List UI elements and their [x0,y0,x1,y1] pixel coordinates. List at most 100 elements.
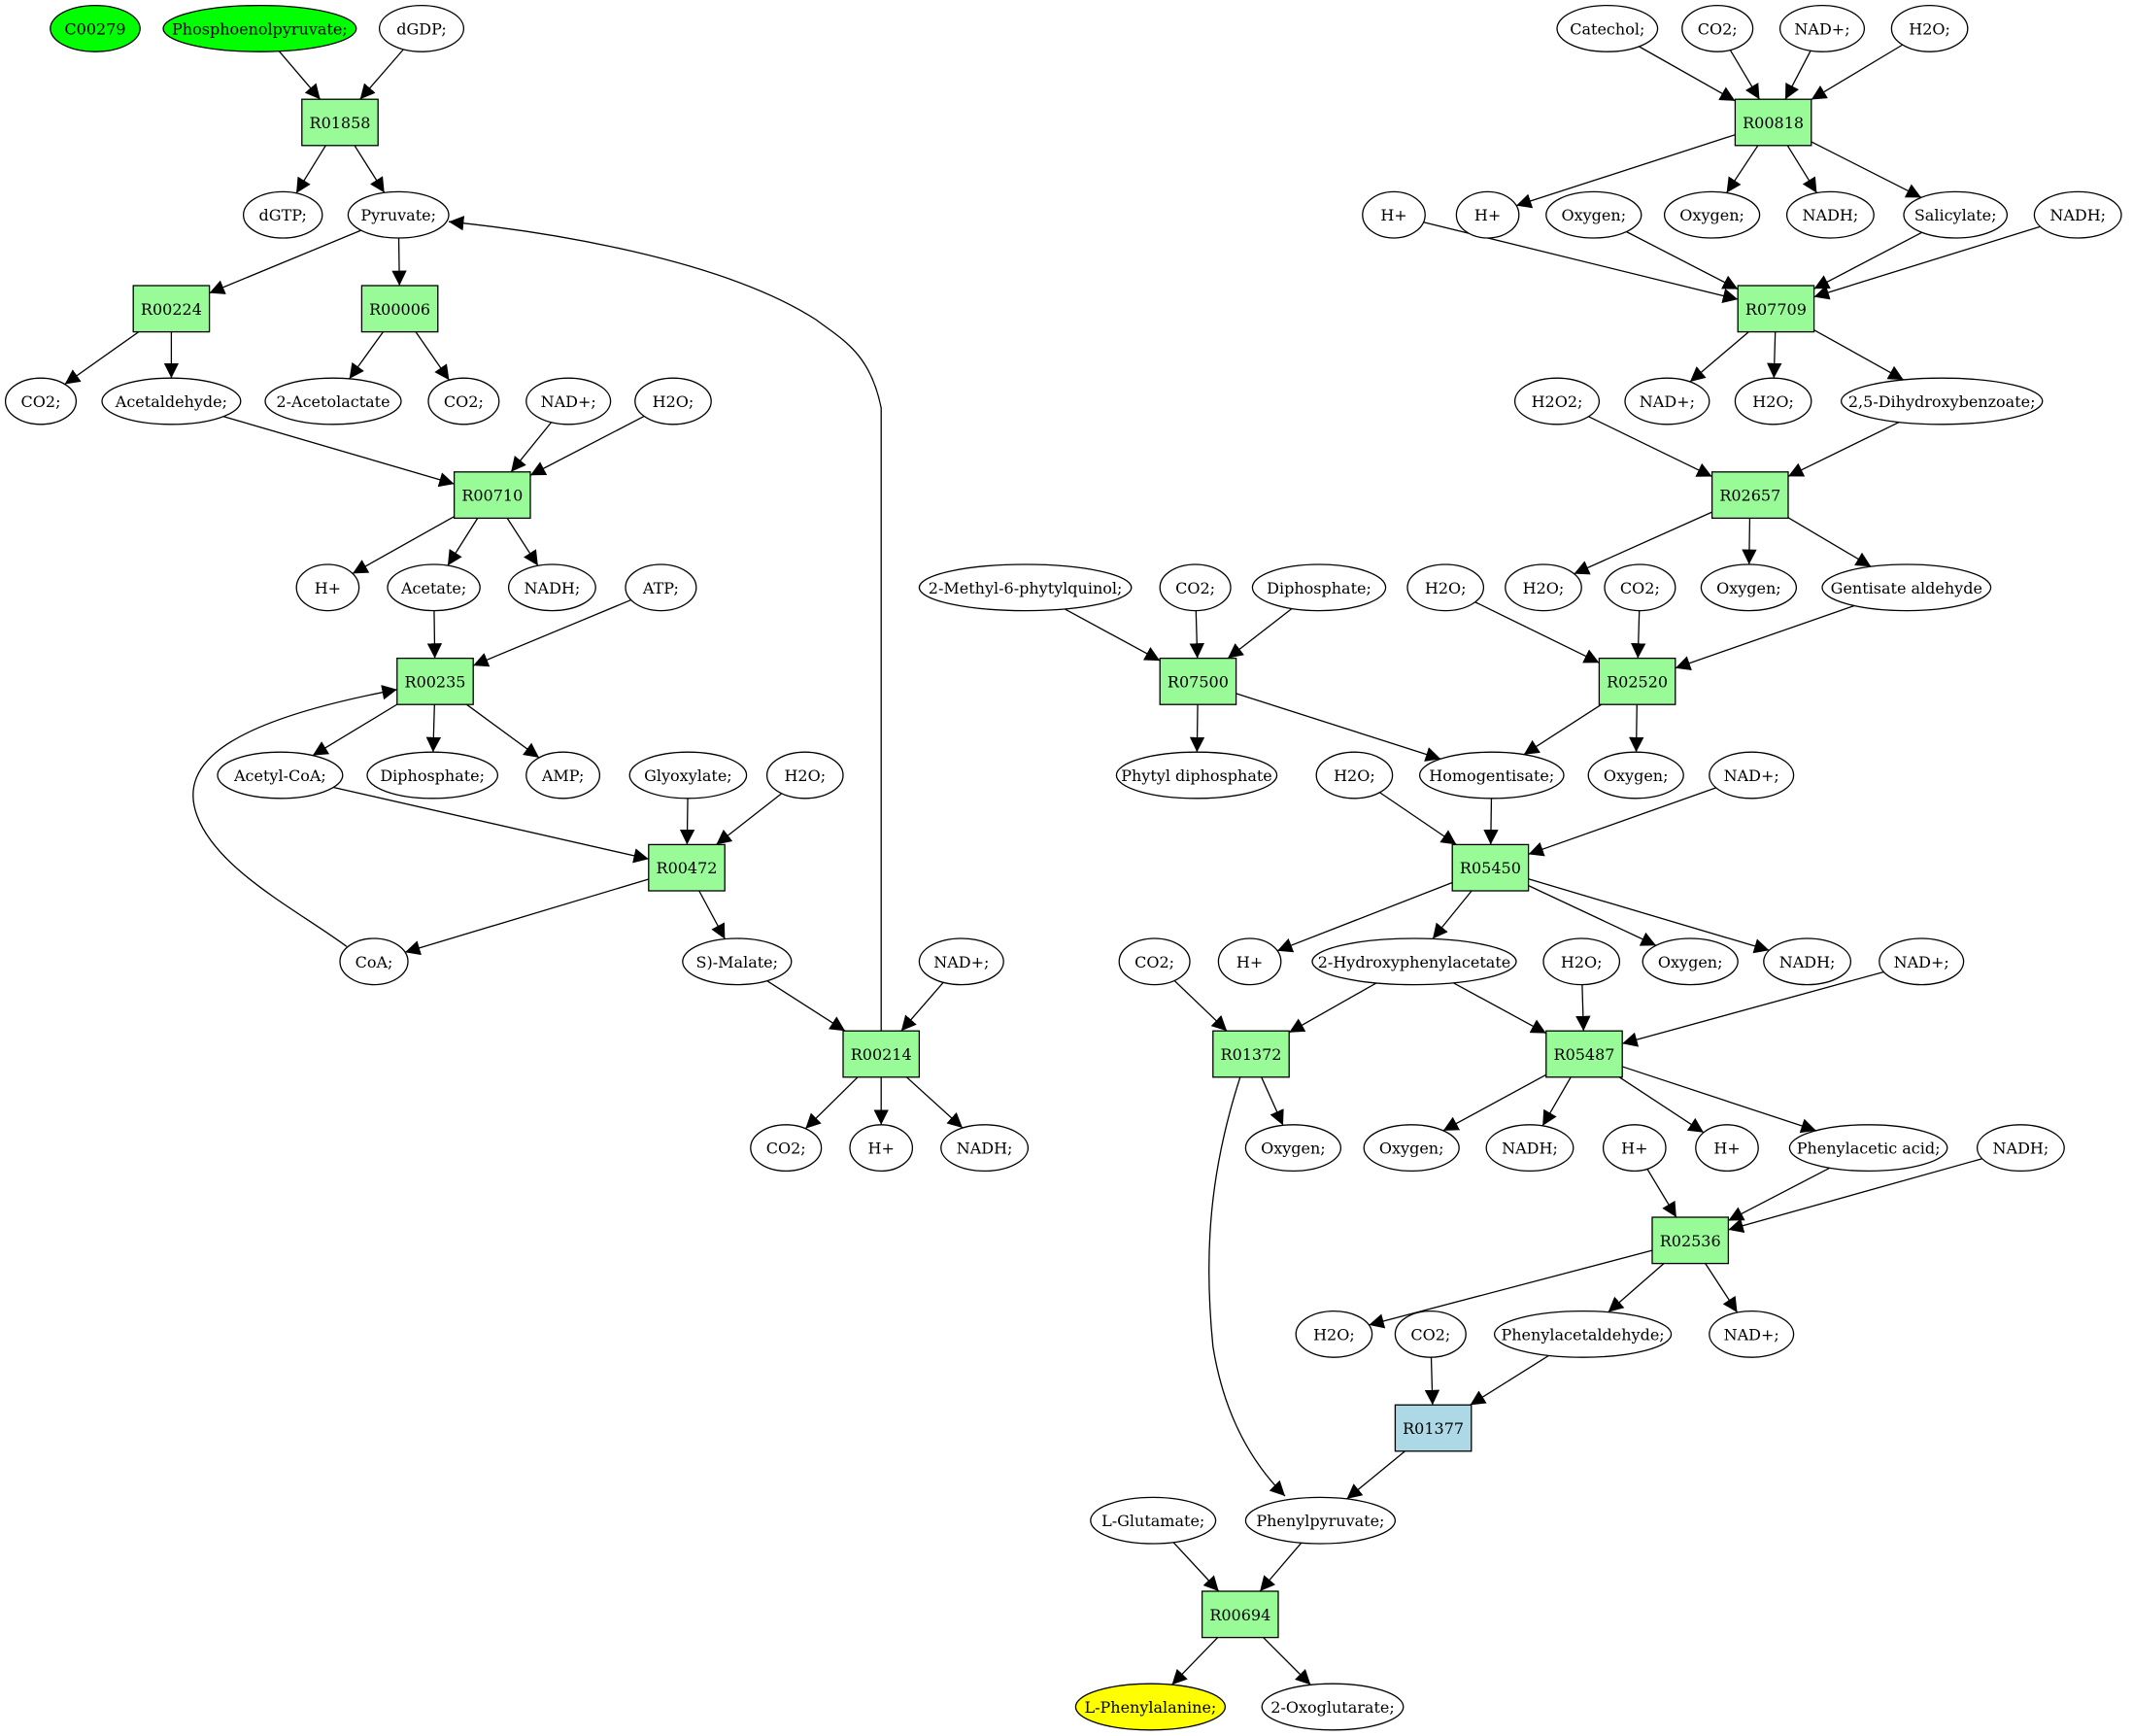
compound-node-co2[interactable]: CO2; [1604,563,1676,612]
node-label: H2O; [653,392,694,411]
compound-node-h2o[interactable]: H2O; [634,377,712,425]
compound-node-amp[interactable]: AMP; [525,751,601,800]
reaction-box [648,843,726,892]
compound-node-oxygen[interactable]: Oxygen; [1587,751,1684,800]
compound-node-h2o[interactable]: H2O; [1542,937,1621,986]
reaction-node-r02657[interactable]: R02657 [1710,471,1789,520]
compound-node-h2o[interactable]: H2O; [1295,1310,1373,1358]
compound-node-pyruvate[interactable]: Pyruvate; [347,190,450,239]
compound-node-2-oxoglutarate[interactable]: 2-Oxoglutarate; [1261,1683,1405,1731]
compound-node-phenylacetic-acid[interactable]: Phenylacetic acid; [1788,1124,1948,1173]
compound-node-co2[interactable]: CO2; [427,377,500,425]
node-label: H2O; [1425,579,1467,597]
reaction-node-r00235[interactable]: R00235 [396,657,474,705]
compound-node-h[interactable]: H+ [1602,1124,1667,1173]
compound-node-co2[interactable]: CO2; [1118,937,1191,986]
compound-node-oxygen[interactable]: Oxygen; [1700,563,1798,612]
compound-node-homogentisate[interactable]: Homogentisate; [1418,751,1565,800]
compound-node-catechol[interactable]: Catechol; [1556,4,1659,52]
compound-node-nad[interactable]: NAD+; [918,937,1004,986]
compound-node-h2o[interactable]: H2O; [1505,563,1582,612]
compound-node-nad[interactable]: NAD+; [1624,377,1710,425]
compound-node-s-malate[interactable]: S)-Malate; [682,937,793,986]
compound-node-dgtp[interactable]: dGTP; [242,190,323,239]
compound-node-h[interactable]: H+ [1217,937,1282,986]
reaction-node-r02536[interactable]: R02536 [1651,1216,1730,1265]
compound-node-2-methyl-6-phytylquinol[interactable]: 2-Methyl-6-phytylquinol; [918,563,1133,612]
compound-node-h[interactable]: H+ [1695,1124,1759,1173]
compound-node-nad[interactable]: NAD+; [525,377,612,425]
compound-node-oxygen[interactable]: Oxygen; [1642,937,1739,986]
compound-node-l-phenylalanine[interactable]: L-Phenylalanine; [1074,1683,1227,1731]
compound-node-nadh[interactable]: NADH; [1976,1124,2065,1173]
compound-node-nadh[interactable]: NADH; [1485,1124,1574,1173]
compound-node-gentisate-aldehyde[interactable]: Gentisate aldehyde [1821,563,1992,612]
compound-node-salicylate[interactable]: Salicylate; [1903,190,2009,239]
compound-node-h[interactable]: H+ [1362,190,1426,239]
reaction-node-r00472[interactable]: R00472 [648,843,726,892]
compound-node-diphosphate[interactable]: Diphosphate; [1251,563,1387,612]
reaction-node-r00214[interactable]: R00214 [842,1030,921,1078]
compound-node-glyoxylate[interactable]: Glyoxylate; [628,751,748,800]
compound-node-nad[interactable]: NAD+; [1879,937,1965,986]
compound-node-phenylpyruvate[interactable]: Phenylpyruvate; [1244,1496,1397,1545]
compound-node-co2[interactable]: CO2; [1159,563,1232,612]
compound-node-atp[interactable]: ATP; [625,563,697,612]
compound-node-nadh[interactable]: NADH; [1785,190,1875,239]
compound-node-oxygen[interactable]: Oxygen; [1663,190,1761,239]
compound-node-2-5-dihydroxybenzoate[interactable]: 2,5-Dihydroxybenzoate; [1840,377,2044,425]
compound-node-nad[interactable]: NAD+; [1778,4,1866,52]
compound-node-nad[interactable]: NAD+; [1709,751,1795,800]
compound-node-h2o[interactable]: H2O; [1734,377,1812,425]
compound-node-h2o[interactable]: H2O; [1890,4,1969,52]
compound-node-nad[interactable]: NAD+; [1709,1310,1795,1358]
compound-node-oxygen[interactable]: Oxygen; [1545,190,1642,239]
reaction-node-r00694[interactable]: R00694 [1201,1590,1279,1639]
reaction-node-r00710[interactable]: R00710 [453,471,531,520]
reaction-node-r00006[interactable]: R00006 [360,285,439,333]
compound-node-co2[interactable]: CO2; [750,1124,823,1173]
compound-node-oxygen[interactable]: Oxygen; [1363,1124,1460,1173]
reaction-node-r05487[interactable]: R05487 [1545,1030,1623,1078]
reaction-node-r01372[interactable]: R01372 [1212,1030,1290,1078]
compound-node-phytyl-diphosphate[interactable]: Phytyl diphosphate [1115,751,1278,800]
compound-node-acetate[interactable]: Acetate; [387,563,481,612]
edge-r01372to-phenylpyruvate- [1209,1077,1285,1496]
compound-node-l-glutamate[interactable]: L-Glutamate; [1090,1496,1217,1545]
compound-node-acetaldehyde[interactable]: Acetaldehyde; [101,377,242,425]
compound-node-h2o2[interactable]: H2O2; [1513,377,1601,425]
compound-node-h[interactable]: H+ [295,563,360,612]
compound-node-nadh[interactable]: NADH; [507,563,596,612]
compound-node-diphosphate[interactable]: Diphosphate; [366,751,499,800]
compound-node-2-acetolactate[interactable]: 2-Acetolactate [264,377,402,425]
compound-node-dgdp[interactable]: dGDP; [378,4,465,52]
reaction-node-r02520[interactable]: R02520 [1598,657,1676,705]
compound-node-nadh[interactable]: NADH; [2033,190,2122,239]
compound-node-oxygen[interactable]: Oxygen; [1244,1124,1342,1173]
compound-node-h[interactable]: H+ [849,1124,914,1173]
compound-node-h2o[interactable]: H2O; [1406,563,1485,612]
compound-node-nadh[interactable]: NADH; [940,1124,1030,1173]
compound-node-co2[interactable]: CO2; [4,377,78,425]
compound-node-h2o[interactable]: H2O; [765,751,844,800]
compound-node-c00279[interactable]: C00279 [50,4,141,52]
reaction-node-r07709[interactable]: R07709 [1737,285,1815,333]
reaction-node-r00818[interactable]: R00818 [1734,98,1812,147]
compound-node-phenylacetaldehyde[interactable]: Phenylacetaldehyde; [1493,1310,1673,1358]
compound-node-nadh[interactable]: NADH; [1763,937,1852,986]
reaction-node-r01377[interactable]: R01377 [1394,1404,1473,1452]
compound-node-acetyl-coa[interactable]: Acetyl-CoA; [217,751,344,800]
compound-node-h2o[interactable]: H2O; [1315,751,1394,800]
reaction-box [453,471,531,520]
reaction-node-r05450[interactable]: R05450 [1451,843,1530,892]
reaction-node-r00224[interactable]: R00224 [132,285,211,333]
compound-node-h[interactable]: H+ [1455,190,1520,239]
compound-node-co2[interactable]: CO2; [1681,4,1754,52]
compound-node-co2[interactable]: CO2; [1394,1310,1467,1358]
node-label: H2O; [1313,1325,1355,1344]
compound-node-coa[interactable]: CoA; [339,937,409,986]
reaction-node-r07500[interactable]: R07500 [1159,657,1237,705]
compound-node-phosphoenolpyruvate[interactable]: Phosphoenolpyruvate; [162,4,357,52]
compound-node-2-hydroxyphenylacetate[interactable]: 2-Hydroxyphenylacetate [1311,937,1517,986]
reaction-node-r01858[interactable]: R01858 [301,98,379,147]
